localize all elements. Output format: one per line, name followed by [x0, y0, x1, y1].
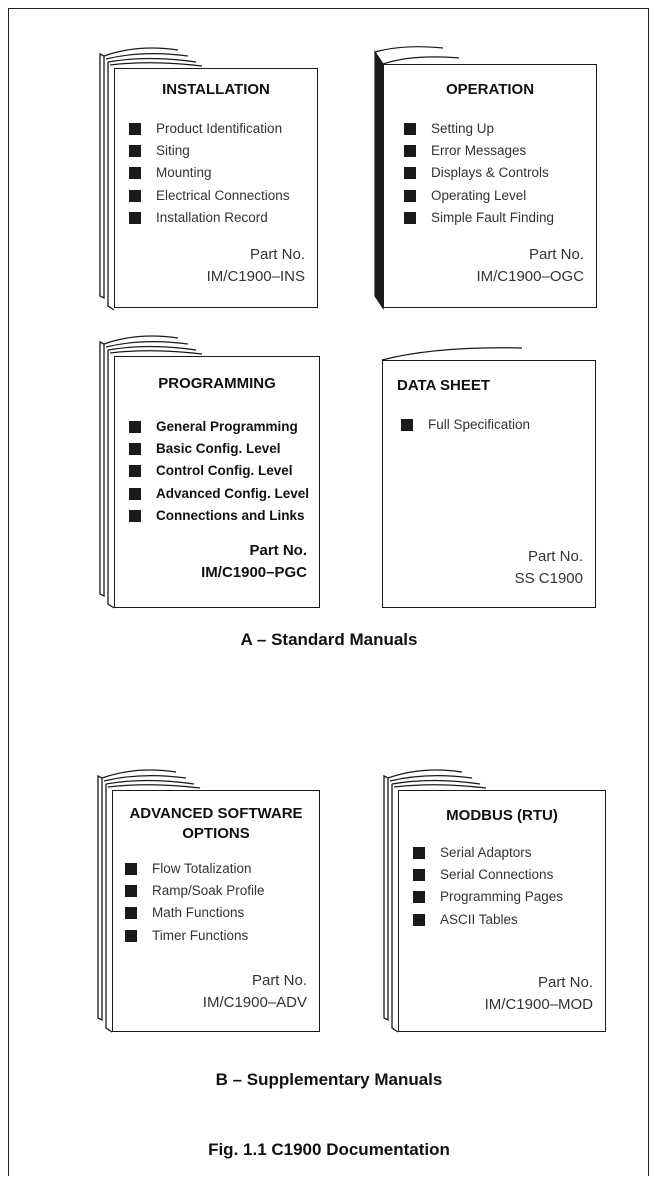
list-item: Basic Config. Level	[129, 439, 309, 461]
advanced-software-manual: ADVANCED SOFTWARE OPTIONS Flow Totalizat…	[96, 764, 322, 1033]
bullet-icon	[125, 929, 137, 942]
bullet-icon	[129, 167, 141, 180]
list-item: Timer Functions	[125, 926, 265, 948]
book-pages-icon	[97, 769, 201, 1033]
operation-cover: OPERATION Setting Up Error Messages Disp…	[383, 64, 597, 308]
bullet-icon	[129, 487, 141, 500]
topic-list: Setting Up Error Messages Displays & Con…	[404, 119, 554, 230]
data-sheet-cover: DATA SHEET Full Specification Part No. S…	[382, 360, 596, 608]
part-number: IM/C1900–PGC	[201, 564, 307, 581]
installation-manual: INSTALLATION Product Identification Siti…	[98, 42, 318, 311]
modbus-manual: MODBUS (RTU) Serial Adaptors Serial Conn…	[382, 764, 608, 1033]
list-item: Installation Record	[129, 208, 290, 230]
topic-list: Serial Adaptors Serial Connections Progr…	[413, 843, 563, 932]
list-item: General Programming	[129, 417, 309, 439]
list-item: Siting	[129, 141, 290, 163]
bullet-icon	[129, 189, 141, 202]
part-label: Part No.	[528, 246, 584, 263]
list-item: Serial Adaptors	[413, 843, 563, 865]
part-number: IM/C1900–MOD	[484, 996, 593, 1013]
modbus-cover: MODBUS (RTU) Serial Adaptors Serial Conn…	[398, 790, 606, 1032]
programming-manual: PROGRAMMING General Programming Basic Co…	[98, 330, 322, 609]
list-item: Ramp/Soak Profile	[125, 881, 265, 903]
standard-manuals-caption: A – Standard Manuals	[240, 630, 418, 649]
advanced-cover: ADVANCED SOFTWARE OPTIONS Flow Totalizat…	[112, 790, 320, 1032]
manual-title-line-2: OPTIONS	[182, 825, 250, 842]
book-pages-icon	[374, 46, 460, 310]
list-item: Programming Pages	[413, 887, 563, 909]
list-item: Serial Connections	[413, 865, 563, 887]
bullet-icon	[129, 145, 141, 158]
bullet-icon	[129, 509, 141, 522]
part-number: IM/C1900–OGC	[476, 268, 584, 285]
list-item: Flow Totalization	[125, 859, 265, 881]
bullet-icon	[125, 885, 137, 898]
page-corner-icon	[381, 347, 523, 361]
list-item: Mounting	[129, 163, 290, 185]
list-item: ASCII Tables	[413, 910, 563, 932]
topic-list: Product Identification Siting Mounting E…	[129, 119, 290, 230]
bullet-icon	[129, 211, 141, 224]
list-item: Setting Up	[404, 119, 554, 141]
list-item: Simple Fault Finding	[404, 208, 554, 230]
bullet-icon	[404, 167, 416, 180]
manual-title-line-1: ADVANCED SOFTWARE	[129, 805, 303, 822]
bullet-icon	[413, 913, 425, 926]
programming-cover: PROGRAMMING General Programming Basic Co…	[114, 356, 320, 608]
topic-list: Full Specification	[401, 415, 530, 437]
bullet-icon	[129, 123, 141, 135]
bullet-icon	[129, 465, 141, 478]
figure-caption: Fig. 1.1 C1900 Documentation	[208, 1140, 450, 1159]
book-pages-icon	[383, 769, 487, 1033]
list-item: Math Functions	[125, 903, 265, 925]
bullet-icon	[125, 863, 137, 875]
manual-title: INSTALLATION	[162, 81, 270, 98]
list-item: Advanced Config. Level	[129, 484, 309, 506]
list-item: Product Identification	[129, 119, 290, 141]
topic-list: General Programming Basic Config. Level …	[129, 417, 309, 528]
bullet-icon	[129, 443, 141, 456]
part-label: Part No.	[527, 548, 583, 565]
bullet-icon	[125, 907, 137, 920]
page-frame	[8, 8, 649, 1176]
part-label: Part No.	[249, 542, 307, 559]
manual-title: MODBUS (RTU)	[446, 807, 558, 824]
operation-manual: OPERATION Setting Up Error Messages Disp…	[373, 42, 597, 310]
bullet-icon	[129, 421, 141, 433]
part-label: Part No.	[537, 974, 593, 991]
list-item: Control Config. Level	[129, 461, 309, 483]
list-item: Operating Level	[404, 186, 554, 208]
installation-cover: INSTALLATION Product Identification Siti…	[114, 68, 318, 308]
part-label: Part No.	[251, 972, 307, 989]
part-number: SS C1900	[514, 570, 583, 587]
bullet-icon	[413, 847, 425, 859]
manual-title: PROGRAMMING	[158, 375, 276, 392]
manual-title: OPERATION	[445, 81, 535, 98]
list-item: Displays & Controls	[404, 163, 554, 185]
book-pages-icon	[99, 47, 203, 311]
list-item: Electrical Connections	[129, 186, 290, 208]
list-item: Connections and Links	[129, 506, 309, 528]
bullet-icon	[404, 123, 416, 135]
list-item: Full Specification	[401, 415, 530, 437]
book-pages-icon	[99, 335, 203, 609]
bullet-icon	[413, 869, 425, 882]
part-number: IM/C1900–ADV	[202, 994, 307, 1011]
bullet-icon	[413, 891, 425, 904]
part-number: IM/C1900–INS	[206, 268, 305, 285]
list-item: Error Messages	[404, 141, 554, 163]
supplementary-manuals-caption: B – Supplementary Manuals	[215, 1070, 443, 1089]
bullet-icon	[404, 189, 416, 202]
bullet-icon	[404, 211, 416, 224]
topic-list: Flow Totalization Ramp/Soak Profile Math…	[125, 859, 265, 948]
part-label: Part No.	[249, 246, 305, 263]
data-sheet: DATA SHEET Full Specification Part No. S…	[376, 340, 600, 608]
bullet-icon	[401, 419, 413, 431]
manual-title: DATA SHEET	[397, 377, 491, 394]
bullet-icon	[404, 145, 416, 158]
